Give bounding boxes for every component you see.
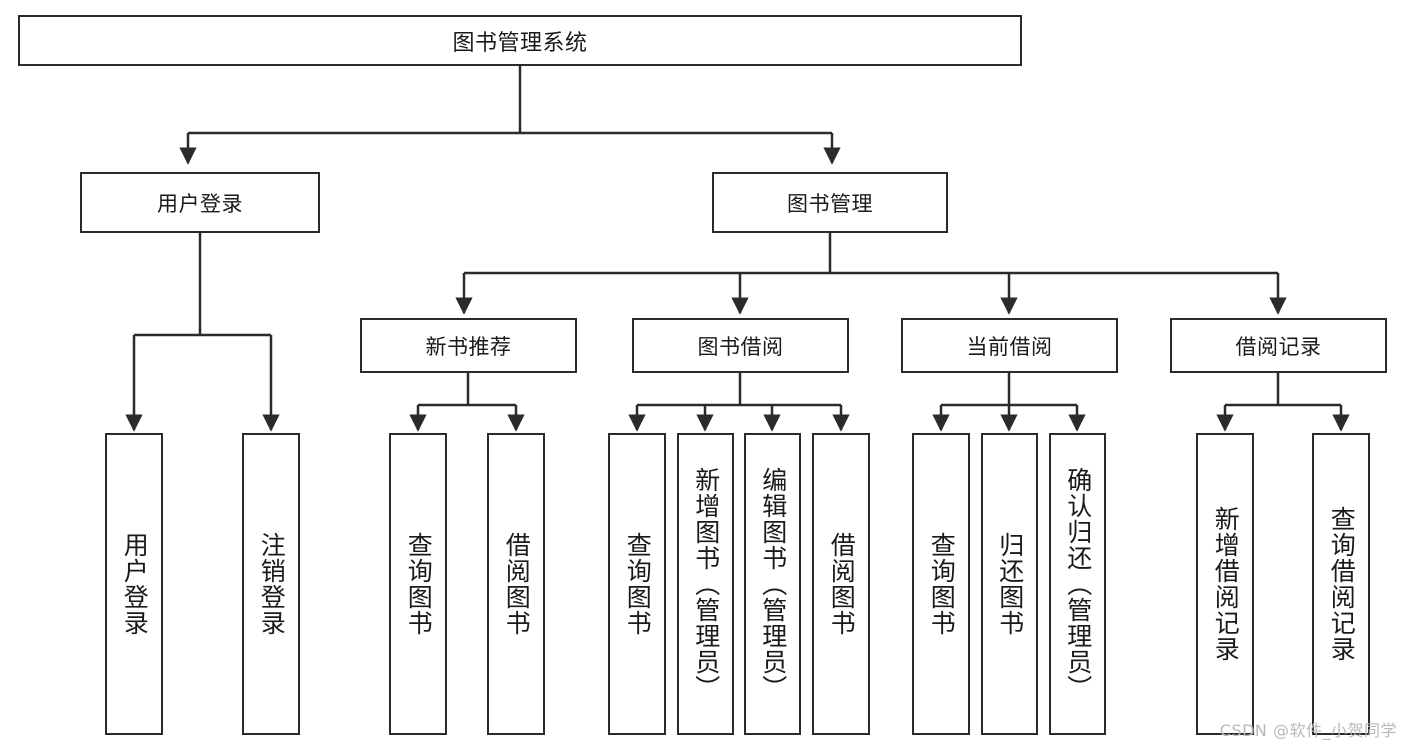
- node-label: 图书借阅: [697, 334, 784, 359]
- node-label: 查询图书: [927, 532, 957, 636]
- node-book-management[interactable]: 图书管理: [712, 172, 948, 233]
- leaf-logout-login[interactable]: 注销登录: [242, 433, 300, 735]
- leaf-borrow-book-recommend[interactable]: 借阅图书: [487, 433, 545, 735]
- node-label: 确认归还（管理员）: [1063, 467, 1093, 701]
- leaf-query-book-recommend[interactable]: 查询图书: [389, 433, 447, 735]
- node-book-borrow[interactable]: 图书借阅: [632, 318, 849, 373]
- node-label: 查询图书: [623, 532, 653, 636]
- leaf-query-borrow-record[interactable]: 查询借阅记录: [1312, 433, 1370, 735]
- csdn-watermark: CSDN @软件_小贺同学: [1219, 721, 1397, 740]
- node-label: 编辑图书（管理员）: [758, 467, 788, 701]
- node-label: 当前借阅: [966, 334, 1053, 359]
- node-label: 新增图书（管理员）: [691, 467, 721, 701]
- node-label: 借阅图书: [827, 532, 857, 636]
- leaf-add-borrow-record[interactable]: 新增借阅记录: [1196, 433, 1254, 735]
- node-new-book-recommend[interactable]: 新书推荐: [360, 318, 577, 373]
- node-label: 图书管理: [787, 191, 873, 216]
- leaf-edit-book-admin[interactable]: 编辑图书（管理员）: [744, 433, 801, 735]
- node-label: 查询借阅记录: [1327, 506, 1357, 662]
- node-label: 新书推荐: [425, 334, 512, 359]
- node-label: 用户登录: [120, 532, 150, 636]
- node-user-login[interactable]: 用户登录: [80, 172, 320, 233]
- leaf-borrow-book-borrow[interactable]: 借阅图书: [812, 433, 870, 735]
- node-current-borrow[interactable]: 当前借阅: [901, 318, 1118, 373]
- node-label: 借阅记录: [1235, 334, 1322, 359]
- node-label: 新增借阅记录: [1211, 506, 1241, 662]
- leaf-confirm-return-admin[interactable]: 确认归还（管理员）: [1049, 433, 1106, 735]
- leaf-query-book-borrow[interactable]: 查询图书: [608, 433, 666, 735]
- node-label: 图书管理系统: [452, 30, 588, 56]
- node-label: 借阅图书: [502, 532, 532, 636]
- node-label: 归还图书: [995, 532, 1025, 636]
- leaf-add-book-admin[interactable]: 新增图书（管理员）: [677, 433, 734, 735]
- node-root-book-management-system[interactable]: 图书管理系统: [18, 15, 1022, 66]
- leaf-return-book[interactable]: 归还图书: [981, 433, 1038, 735]
- node-label: 注销登录: [257, 532, 287, 636]
- node-label: 查询图书: [404, 532, 434, 636]
- node-borrow-record[interactable]: 借阅记录: [1170, 318, 1387, 373]
- leaf-user-login[interactable]: 用户登录: [105, 433, 163, 735]
- node-label: 用户登录: [157, 191, 243, 216]
- leaf-query-book-current[interactable]: 查询图书: [912, 433, 970, 735]
